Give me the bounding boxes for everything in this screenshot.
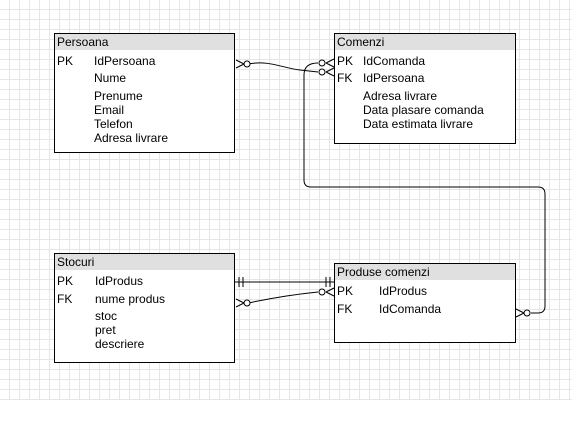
entity-persoana[interactable]: Persoana PK IdPersoana Nume Prenume Emai… (54, 33, 235, 153)
entity-title: Persoana (55, 34, 234, 51)
entity-stocuri[interactable]: Stocuri PK IdProdus FK nume produs stoc … (54, 253, 235, 363)
attribute: Adresa livrare (94, 131, 169, 145)
entity-title: Comenzi (335, 34, 515, 51)
crows-foot-stocuri (235, 298, 245, 308)
crows-foot-produse-fk (515, 308, 525, 318)
attribute: IdProdus (379, 284, 428, 298)
optional-marker-comenzi-pk (318, 59, 326, 67)
attribute: IdPersoana (94, 54, 156, 68)
crows-foot-comenzi-fk (325, 67, 335, 77)
optional-marker-produse-pk (318, 288, 326, 296)
relation-persoana-comenzi (247, 62, 319, 73)
entity-comenzi[interactable]: Comenzi PK IdComanda FK IdPersoana Adres… (334, 33, 516, 144)
attribute: Nume (94, 71, 127, 85)
attribute: pret (95, 323, 116, 337)
attribute: Telefon (94, 117, 133, 131)
optional-marker-persoana (243, 60, 251, 68)
one-marker-produse-pk (325, 277, 331, 287)
optional-marker-produse-fk (523, 309, 531, 317)
entity-produse-comenzi[interactable]: Produse comenzi PK IdProdus FK IdComanda (334, 263, 516, 343)
entity-title: Stocuri (55, 254, 234, 271)
attribute: IdProdus (95, 274, 144, 288)
entity-title: Produse comenzi (335, 264, 515, 281)
attribute: Data plasare comanda (363, 103, 484, 117)
key-marker: PK (337, 284, 354, 298)
key-marker: FK (337, 302, 353, 316)
key-marker: FK (337, 71, 353, 85)
attribute: stoc (95, 309, 118, 323)
attribute: IdPersoana (363, 71, 425, 85)
attribute: descriere (95, 337, 145, 351)
key-marker: PK (57, 54, 74, 68)
relation-comenzi-produse (303, 62, 546, 314)
attribute: Prenume (94, 89, 143, 103)
key-marker: FK (57, 292, 73, 306)
crows-foot-produse-pk (325, 287, 335, 297)
key-marker: PK (337, 54, 354, 68)
attribute: nume produs (95, 292, 166, 306)
crows-foot-comenzi-pk (325, 58, 335, 68)
crows-foot-persoana (235, 59, 245, 69)
relationship-lines (235, 58, 546, 318)
relation-stocuri-produse-fk (247, 291, 319, 304)
attribute: Adresa livrare (363, 89, 438, 103)
attribute: Data estimata livrare (363, 117, 474, 131)
attribute: Email (94, 103, 125, 117)
diagram-canvas: Persoana PK IdPersoana Nume Prenume Emai… (0, 0, 572, 400)
optional-marker-stocuri (243, 299, 251, 307)
one-marker-stocuri (238, 277, 244, 287)
attribute: IdComanda (379, 302, 442, 316)
key-marker: PK (57, 274, 74, 288)
optional-marker-comenzi-fk (318, 68, 326, 76)
attribute: IdComanda (363, 54, 426, 68)
